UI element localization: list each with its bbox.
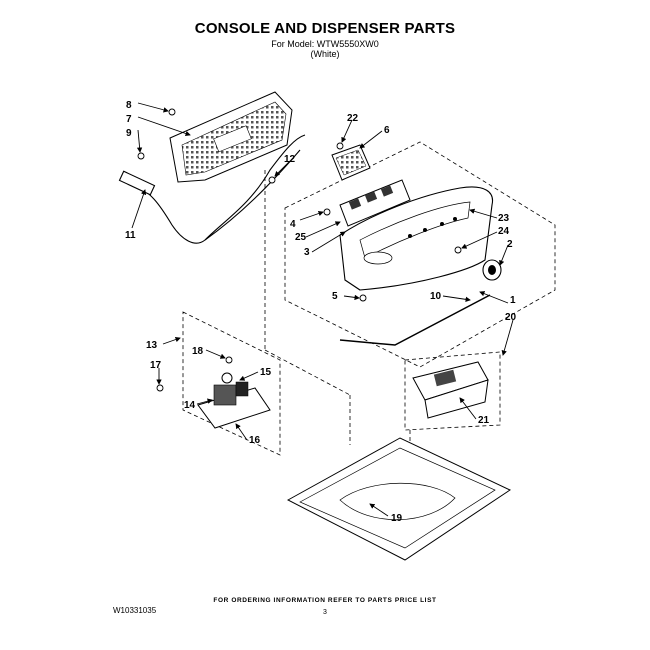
callout-22: 22 xyxy=(347,113,359,124)
console-rod xyxy=(339,294,491,346)
callout-12: 12 xyxy=(284,154,296,165)
callout-15: 15 xyxy=(260,367,272,378)
callout-labels: 8 7 9 11 12 22 6 4 25 3 23 24 2 5 10 1 2… xyxy=(125,100,517,524)
page-number: 3 xyxy=(323,609,327,616)
washer-top xyxy=(286,437,512,561)
callout-6: 6 xyxy=(384,125,390,136)
page-title: CONSOLE AND DISPENSER PARTS xyxy=(194,20,456,37)
callout-7: 7 xyxy=(126,114,132,125)
callout-16: 16 xyxy=(249,435,261,446)
console-back-panel xyxy=(169,91,293,183)
callout-21: 21 xyxy=(478,415,490,426)
callout-1: 1 xyxy=(510,295,516,306)
console-cover xyxy=(339,186,494,291)
model-number: For Model: WTW5550XW0 xyxy=(271,39,379,49)
water-valve-assembly xyxy=(197,372,271,429)
callout-20: 20 xyxy=(505,312,517,323)
control-housing xyxy=(331,144,371,181)
callout-25: 25 xyxy=(295,232,307,243)
callout-23: 23 xyxy=(498,213,510,224)
callout-11: 11 xyxy=(125,230,136,241)
callout-14: 14 xyxy=(184,400,196,411)
ordering-note: FOR ORDERING INFORMATION REFER TO PARTS … xyxy=(213,597,437,604)
callout-24: 24 xyxy=(498,226,510,237)
callout-17: 17 xyxy=(150,360,162,371)
assembly-outline-group xyxy=(182,141,556,456)
document-number: W10331035 xyxy=(113,606,157,615)
screw-group xyxy=(137,108,462,392)
control-board xyxy=(339,179,411,227)
model-variant: (White) xyxy=(310,49,340,59)
callout-18: 18 xyxy=(192,346,204,357)
callout-2: 2 xyxy=(507,239,513,250)
dispenser-assembly xyxy=(412,361,489,419)
leader-lines xyxy=(131,102,514,517)
callout-5: 5 xyxy=(332,291,338,302)
control-knob xyxy=(482,259,502,281)
callout-8: 8 xyxy=(126,100,132,111)
callout-13: 13 xyxy=(146,340,158,351)
callout-19: 19 xyxy=(391,513,403,524)
callout-4: 4 xyxy=(290,219,296,230)
callout-9: 9 xyxy=(126,128,132,139)
callout-10: 10 xyxy=(430,291,442,302)
callout-3: 3 xyxy=(304,247,310,258)
